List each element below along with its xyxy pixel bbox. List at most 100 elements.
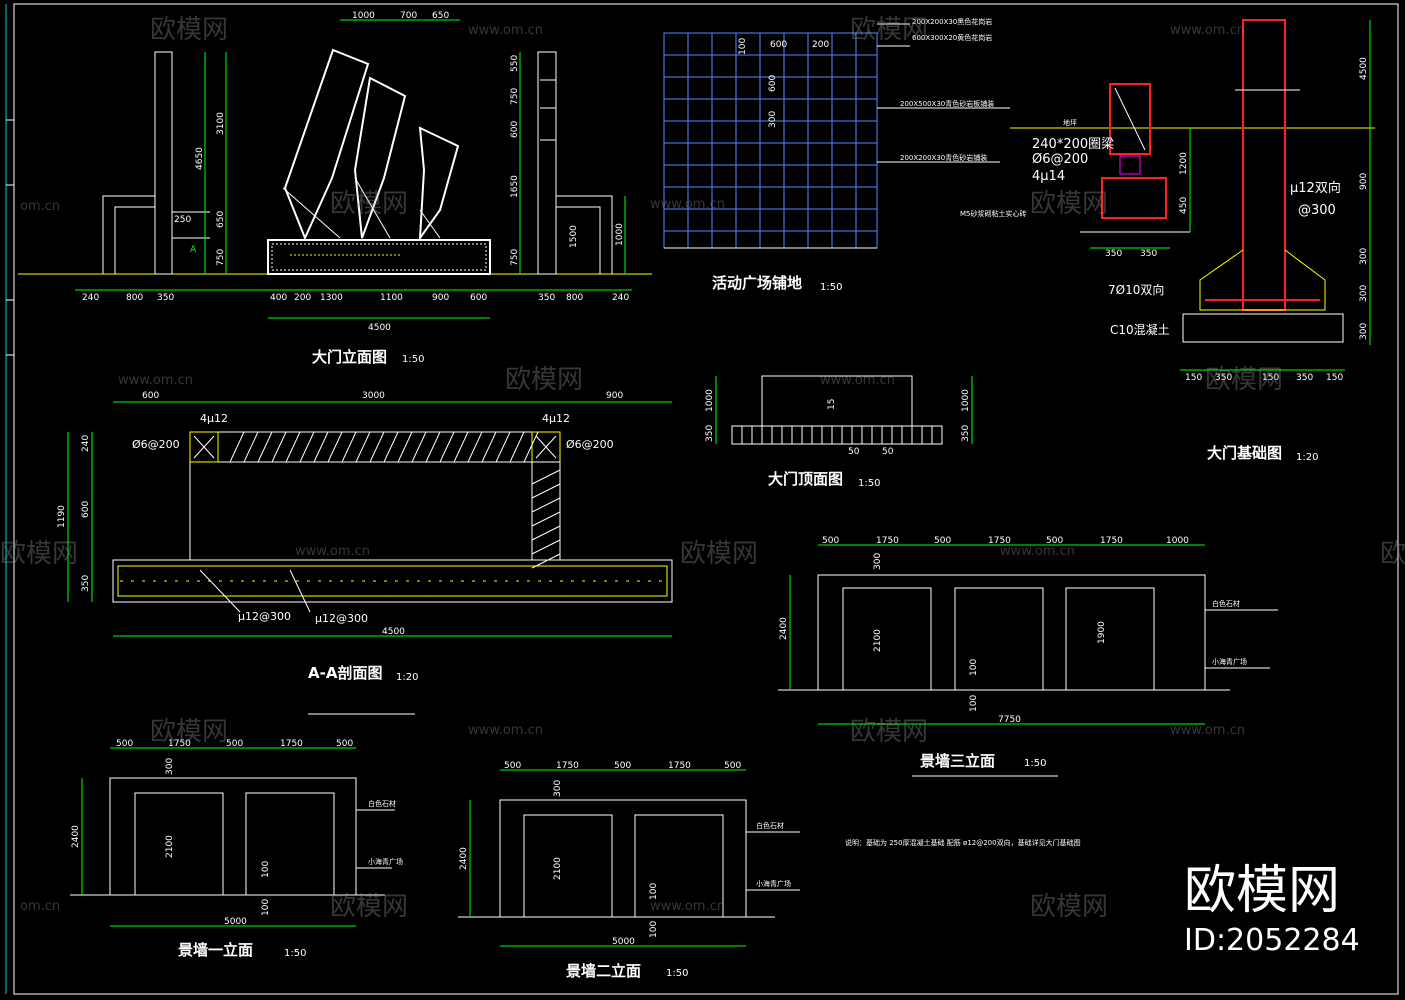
scale-wall2: 1:50 — [666, 968, 688, 979]
w3-small-2: 100 — [969, 695, 979, 712]
w1-tdim-2: 500 — [226, 739, 243, 749]
w2-tdim-2: 500 — [614, 761, 631, 771]
w2-height: 2400 — [459, 847, 469, 870]
gate-elevation-drawing: 1000 700 650 4650 3100 650 750 250 A 550… — [18, 11, 652, 366]
plaza-label-3: 200X200X30青色砂岩铺装 — [900, 153, 987, 162]
watermark-brand-8: 欧模网 — [680, 539, 758, 569]
sec-tdim-1: 3000 — [362, 391, 385, 401]
w3-tdim-4: 500 — [1046, 536, 1063, 546]
dim-gate-small: 250 — [174, 215, 191, 225]
foundation-note-3: M5砂浆砌粘土实心砖 — [960, 209, 1027, 218]
w3-open-1: 1900 — [1097, 621, 1107, 644]
w3-tdim-0: 500 — [822, 536, 839, 546]
w1-tdim-3: 1750 — [280, 739, 303, 749]
w2-tdim-3: 1750 — [668, 761, 691, 771]
watermark-brand-10: 欧模网 — [150, 717, 228, 747]
watermark-url-10: www.om.cn — [650, 899, 725, 914]
w1-small-1: 100 — [261, 861, 271, 878]
watermark-url-5: www.om.cn — [820, 373, 895, 388]
foundation-wdim-1: 350 — [1140, 249, 1157, 259]
dim-gate-left-0: 3100 — [216, 112, 226, 135]
plaza-label-0: 200X200X30黑色花岗岩 — [912, 17, 992, 26]
foundation-bdim-1: 350 — [1215, 373, 1232, 383]
watermark-brand-13: 欧模网 — [1030, 892, 1108, 922]
dim-gate-col-1: 1000 — [615, 223, 625, 246]
foundation-rdim-0: 4500 — [1359, 57, 1369, 80]
sec-ldim-0: 240 — [81, 435, 91, 452]
w3-label-1: 小海青广场 — [1212, 657, 1247, 666]
dim-gate-right-2: 600 — [510, 121, 520, 138]
plaza-paving-drawing: 600 200 100 600 300 200X200X30黑色花岗岩 600X… — [663, 17, 1010, 293]
w1-small-2: 100 — [261, 899, 271, 916]
w1-small-0: 300 — [165, 758, 175, 775]
title-top-view: 大门顶面图 — [768, 470, 843, 488]
title-wall2: 景墙二立面 — [566, 962, 641, 980]
watermark-brand-9: 欧模网 — [1380, 539, 1405, 569]
dim-gate-bot-total: 4500 — [368, 323, 391, 333]
sec-bdim-total: 4500 — [382, 627, 405, 637]
foundation-bdim-0: 150 — [1185, 373, 1202, 383]
w3-tdim-1: 1750 — [876, 536, 899, 546]
w2-small-1: 100 — [649, 883, 659, 900]
foundation-bdim-3: 350 — [1296, 373, 1313, 383]
w3-tdim-6: 1000 — [1166, 536, 1189, 546]
plaza-dim-3: 600 — [768, 75, 778, 92]
dim-gate-top-0: 1000 — [352, 11, 375, 21]
w3-total: 7750 — [998, 715, 1021, 725]
w3-tdim-3: 1750 — [988, 536, 1011, 546]
watermark-url-9: www.om.cn — [1170, 723, 1245, 738]
w1-label-1: 小海青广场 — [368, 857, 403, 866]
w2-tdim-0: 500 — [504, 761, 521, 771]
top-idim-2: 50 — [882, 447, 894, 457]
dim-gate-bot-10: 800 — [566, 293, 583, 303]
watermark-brand-3: 欧模网 — [330, 189, 408, 219]
plaza-dim-4: 300 — [768, 111, 778, 128]
title-foundation: 大门基础图 — [1207, 444, 1282, 462]
plaza-dim-0: 100 — [738, 38, 748, 55]
w2-open: 2100 — [553, 857, 563, 880]
foundation-rdim-2: 300 — [1359, 248, 1369, 265]
scale-wall3: 1:50 — [1024, 758, 1046, 769]
foundation-note-7: C10混凝土 — [1110, 322, 1170, 337]
watermark-brand-2: 欧模网 — [850, 15, 928, 45]
dim-gate-bot-11: 240 — [612, 293, 629, 303]
top-rdim-0: 1000 — [961, 389, 971, 412]
dim-gate-bot-2: 350 — [157, 293, 174, 303]
wall1-drawing: 500 1750 500 1750 500 2400 2100 300 100 … — [70, 739, 403, 959]
w3-small-1: 100 — [969, 659, 979, 676]
w3-height: 2400 — [779, 617, 789, 640]
gate-foundation-drawing: 地坪 240*200圈梁 Ø6@200 4µ14 M5砂浆砌粘土实心砖 µ12双… — [960, 19, 1375, 463]
dim-gate-left-1: 650 — [216, 211, 226, 228]
w2-tdim-4: 500 — [724, 761, 741, 771]
watermark-brand-1: 欧模网 — [150, 15, 228, 45]
dim-gate-bot-0: 240 — [82, 293, 99, 303]
section-aa-drawing: 600 3000 900 4µ12 4µ12 Ø6@200 Ø6@200 240… — [57, 391, 673, 715]
foundation-sdim-1: 450 — [1179, 197, 1189, 214]
dim-gate-bot-6: 1100 — [380, 293, 403, 303]
top-ldim-1: 350 — [705, 425, 715, 442]
sec-rebar-right: 4µ12 — [542, 412, 570, 425]
dim-gate-bot-9: 350 — [538, 293, 555, 303]
brand-id: ID:2052284 — [1184, 923, 1360, 958]
dim-gate-top-2: 650 — [432, 11, 449, 21]
title-gate-elevation: 大门立面图 — [312, 348, 387, 366]
w3-label-0: 白色石材 — [1212, 599, 1240, 608]
w2-label-0: 白色石材 — [756, 821, 784, 830]
title-section: A-A剖面图 — [308, 664, 382, 682]
title-wall3: 景墙三立面 — [920, 752, 995, 770]
w1-label-0: 白色石材 — [368, 799, 396, 808]
sec-ldim-2: 350 — [81, 575, 91, 592]
watermark-brand-12: 欧模网 — [330, 892, 408, 922]
watermark-url-7: www.om.cn — [1000, 544, 1075, 559]
watermark-url-6: www.om.cn — [295, 544, 370, 559]
watermark-short-2: om.cn — [20, 899, 60, 914]
dim-gate-bot-7: 900 — [432, 293, 449, 303]
brand-name: 欧模网 — [1184, 861, 1340, 921]
wall2-drawing: 500 1750 500 1750 500 2400 2100 300 100 … — [458, 761, 800, 980]
dim-gate-bot-8: 600 — [470, 293, 487, 303]
gate-top-view-drawing: 1000 350 1000 350 15 50 50 大门顶面图 1:50 — [705, 375, 973, 489]
watermarks: 欧模网 www.om.cn 欧模网 www.om.cn 欧模网 om.cn ww… — [0, 15, 1405, 922]
scale-wall1: 1:50 — [284, 948, 306, 959]
watermark-url-4: www.om.cn — [118, 373, 193, 388]
